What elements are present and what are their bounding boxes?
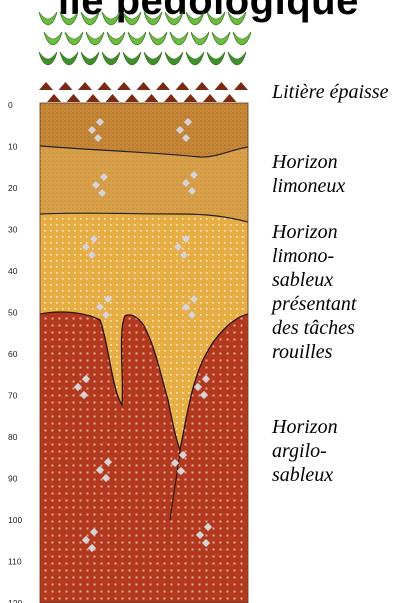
litter-mound-icon (234, 82, 248, 90)
soil-horizons (40, 103, 248, 603)
leaf-icon (123, 12, 141, 25)
litter-mound-icon (106, 94, 120, 102)
leaf-icon (144, 52, 162, 65)
leaf-icon (165, 12, 183, 25)
leaf-icon (81, 12, 99, 25)
leaf-icon (191, 32, 209, 45)
litter-mound-icon (47, 94, 61, 102)
litter-mounds (39, 82, 248, 102)
depth-tick-label: 120 (8, 598, 22, 603)
leaf-icon (186, 52, 204, 65)
litter-mound-icon (98, 82, 112, 90)
label-horizon-argilo-sableux: Horizon argilo- sableux (272, 415, 338, 487)
leaf-icon (207, 12, 225, 25)
litter-mound-icon (117, 82, 131, 90)
litter-mound-icon (184, 94, 198, 102)
depth-tick-label: 50 (8, 308, 18, 318)
leaf-icon (107, 32, 125, 45)
litter-mound-icon (223, 94, 237, 102)
litter-mound-icon (137, 82, 151, 90)
leaf-icon (81, 52, 99, 65)
leaf-icon (212, 32, 230, 45)
litter-mound-icon (203, 94, 217, 102)
leaf-icon (207, 52, 225, 65)
leaf-icon (186, 12, 204, 25)
litter-mound-icon (78, 82, 92, 90)
leaf-icon (86, 32, 104, 45)
depth-tick-label: 40 (8, 266, 18, 276)
leaf-icon (44, 32, 62, 45)
depth-tick-label: 20 (8, 183, 18, 193)
depth-tick-label: 100 (8, 515, 22, 525)
depth-tick-label: 80 (8, 432, 18, 442)
leaf-icon (102, 12, 120, 25)
litter-mound-icon (215, 82, 229, 90)
litter-mound-icon (145, 94, 159, 102)
litter-mound-icon (156, 82, 170, 90)
litter-mound-icon (125, 94, 139, 102)
leaf-icon (60, 12, 78, 25)
leaf-icon (123, 52, 141, 65)
leaf-icon (144, 12, 162, 25)
leaf-icon (39, 52, 57, 65)
leaf-icon (65, 32, 83, 45)
label-horizon-limoneux: Horizon limoneux (272, 150, 345, 198)
litter-mound-icon (195, 82, 209, 90)
leaf-icon (233, 32, 251, 45)
leaf-icon (128, 32, 146, 45)
depth-tick-label: 60 (8, 349, 18, 359)
depth-tick-label: 70 (8, 391, 18, 401)
depth-tick-label: 0 (8, 100, 13, 110)
litter-mound-icon (86, 94, 100, 102)
litter-mound-icon (39, 82, 53, 90)
leaf-icon (170, 32, 188, 45)
leaf-icon (228, 12, 246, 25)
depth-tick-label: 30 (8, 225, 18, 235)
leaf-icon (39, 12, 57, 25)
leaf-litter (39, 12, 251, 65)
litter-mound-icon (176, 82, 190, 90)
litter-mound-icon (59, 82, 73, 90)
depth-axis: 0 10 20 30 40 50 60 70 80 90 100 110 120 (8, 100, 22, 603)
label-horizon-limono-sableux: Horizon limono- sableux présentant des t… (272, 220, 356, 364)
depth-tick-label: 10 (8, 142, 18, 152)
leaf-icon (165, 52, 183, 65)
litter-mound-icon (164, 94, 178, 102)
leaf-icon (228, 52, 246, 65)
depth-tick-label: 110 (8, 557, 22, 567)
depth-tick-label: 90 (8, 474, 18, 484)
leaf-icon (102, 52, 120, 65)
label-litiere: Litière épaisse (272, 80, 388, 104)
leaf-icon (60, 52, 78, 65)
litter-mound-icon (67, 94, 81, 102)
leaf-icon (149, 32, 167, 45)
